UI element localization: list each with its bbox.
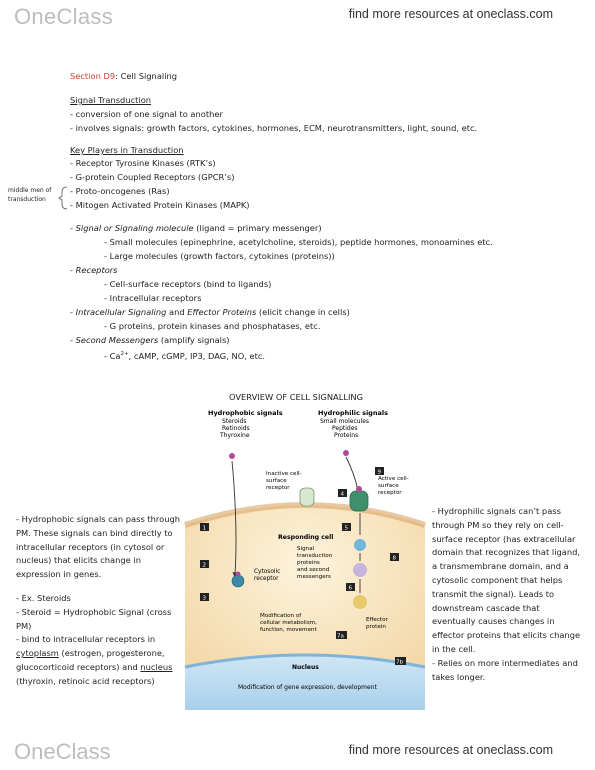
svg-text:3: 3 — [203, 596, 207, 602]
messengers-list-line: - Ca2+, cAMP, cGMP, IP3, DAG, NO, etc. — [104, 350, 266, 361]
effector-label: protein — [366, 624, 386, 630]
inactive-receptor-label: receptor — [266, 485, 290, 491]
side-note-line: transduction — [8, 196, 46, 203]
hydrophobic-item: Retinoids — [222, 425, 250, 432]
right-notes: - Hydrophilic signals can’t pass through… — [432, 505, 582, 684]
cytosolic-label: receptor — [254, 576, 279, 582]
svg-text:7b: 7b — [396, 660, 403, 666]
svg-text:2: 2 — [203, 563, 207, 569]
active-receptor-label: receptor — [378, 490, 402, 496]
step-markers: 1 2 3 4 5 6 7a 7b 8 9 — [200, 467, 406, 666]
right-note-p2: - Relies on more intermediates and takes… — [432, 657, 578, 682]
signal-transduction-line: - conversion of one signal to another — [70, 109, 223, 119]
inactive-receptor — [299, 487, 315, 507]
footer-tagline: find more resources at oneclass.com — [348, 743, 553, 757]
gene-expression-label: Modification of gene expression, develop… — [238, 684, 377, 691]
svg-text:7a: 7a — [337, 634, 344, 640]
modification-label: Modification of — [260, 613, 302, 619]
key-players-heading: Key Players in Transduction — [70, 145, 184, 155]
effector-protein — [353, 595, 367, 609]
left-note-p1: - Hydrophobic signals can pass through P… — [16, 514, 181, 580]
effector-label: Effector — [366, 617, 389, 623]
section-heading: Section D9: Cell Signaling — [70, 69, 177, 83]
signal-transduction-line: - involves signals: growth factors, cyto… — [70, 123, 478, 133]
section-label: Section D9 — [70, 71, 116, 81]
svg-text:9: 9 — [378, 470, 382, 476]
transduction-label: transduction — [297, 553, 333, 559]
cell-surface-line: - Cell-surface receptors (bind to ligand… — [104, 279, 272, 289]
cytosolic-label: Cytosolic — [254, 569, 280, 575]
svg-text:5: 5 — [345, 526, 349, 532]
side-note-line: middle men of — [8, 187, 52, 194]
left-note-p4: - bind to intracellular receptors in cyt… — [16, 634, 173, 686]
responding-cell-label: Responding cell — [278, 534, 333, 541]
section-title: : Cell Signaling — [115, 71, 178, 81]
second-messenger — [353, 563, 367, 577]
oneclass-logo: OneClass — [14, 4, 113, 29]
hydrophobic-arrow — [231, 460, 238, 578]
hydrophilic-ligand — [343, 450, 349, 456]
key-player-item: - Mitogen Activated Protein Kinases (MAP… — [70, 200, 250, 210]
oneclass-logo-footer: OneClass — [14, 739, 111, 764]
hydrophilic-item: Proteins — [334, 432, 358, 439]
hydrophilic-title: Hydrophilic signals — [318, 409, 388, 417]
left-note-p3: - Steroid = Hydrophobic Signal (cross PM… — [16, 606, 172, 631]
cell-signaling-figure: Hydrophobic signals Steroids Retinoids T… — [184, 409, 426, 710]
transduction-label: and second — [297, 567, 330, 573]
transduction-label: proteins — [297, 560, 320, 566]
intracellular-signaling-line: - Intracellular Signaling and Effector P… — [70, 307, 350, 317]
small-molecules-line: - Small molecules (epinephrine, acetylch… — [104, 237, 493, 247]
svg-text:4: 4 — [341, 492, 345, 498]
modification-label: function, movement — [260, 627, 317, 633]
header-tagline: find more resources at oneclass.com — [348, 7, 553, 21]
hydrophobic-title: Hydrophobic signals — [208, 409, 283, 417]
key-player-item: - G-protein Coupled Receptors (GPCR’s) — [70, 172, 235, 182]
g-proteins-line: - G proteins, protein kinases and phosph… — [104, 321, 321, 331]
active-receptor — [349, 490, 369, 512]
second-messengers-line: - Second Messengers (amplify signals) — [70, 335, 230, 345]
signal-transduction-heading: Signal Transduction — [70, 95, 152, 105]
inactive-receptor-label: Inactive cell- — [266, 471, 302, 477]
hydrophobic-ligand — [229, 453, 235, 459]
side-note: middle men of transduction — [8, 186, 51, 204]
modification-label: cellular metabolism, — [260, 620, 317, 626]
active-receptor-label: surface — [378, 483, 399, 489]
active-receptor-label: Active cell- — [378, 476, 409, 482]
bound-hydrophobic-ligand — [235, 571, 241, 577]
hydrophilic-item: Peptides — [332, 425, 358, 432]
svg-text:1: 1 — [203, 526, 207, 532]
overview-title: OVERVIEW OF CELL SIGNALLING — [229, 392, 364, 402]
hydrophilic-item: Small molecules — [320, 418, 369, 425]
transduction-protein — [354, 539, 366, 551]
transduction-label: Signal — [297, 546, 315, 552]
hydrophobic-item: Thyroxine — [219, 432, 250, 439]
svg-text:6: 6 — [349, 586, 353, 592]
inactive-receptor-label: surface — [266, 478, 287, 484]
left-notes: - Hydrophobic signals can pass through P… — [16, 513, 186, 689]
hydrophobic-item: Steroids — [222, 418, 246, 425]
svg-text:8: 8 — [393, 556, 397, 562]
bracket-icon — [58, 186, 68, 210]
left-note-p2: - Ex. Steroids — [16, 592, 71, 603]
nucleus-body — [185, 655, 425, 710]
bound-ligand — [356, 486, 362, 492]
large-molecules-line: - Large molecules (growth factors, cytok… — [104, 251, 335, 261]
right-note-p1: - Hydrophilic signals can’t pass through… — [432, 506, 581, 654]
intracellular-line: - Intracellular receptors — [104, 293, 202, 303]
receptors-line: - Receptors — [70, 265, 118, 275]
nucleus-label: Nucleus — [292, 664, 319, 671]
cytosolic-receptor — [231, 574, 245, 588]
hydrophilic-arrow — [345, 456, 359, 492]
signal-molecule-line: - Signal or Signaling molecule (ligand =… — [70, 223, 322, 233]
key-player-item: - Receptor Tyrosine Kinases (RTK’s) — [70, 158, 216, 168]
transduction-label: messengers — [297, 574, 331, 580]
key-player-item: - Proto-oncogenes (Ras) — [70, 186, 170, 196]
